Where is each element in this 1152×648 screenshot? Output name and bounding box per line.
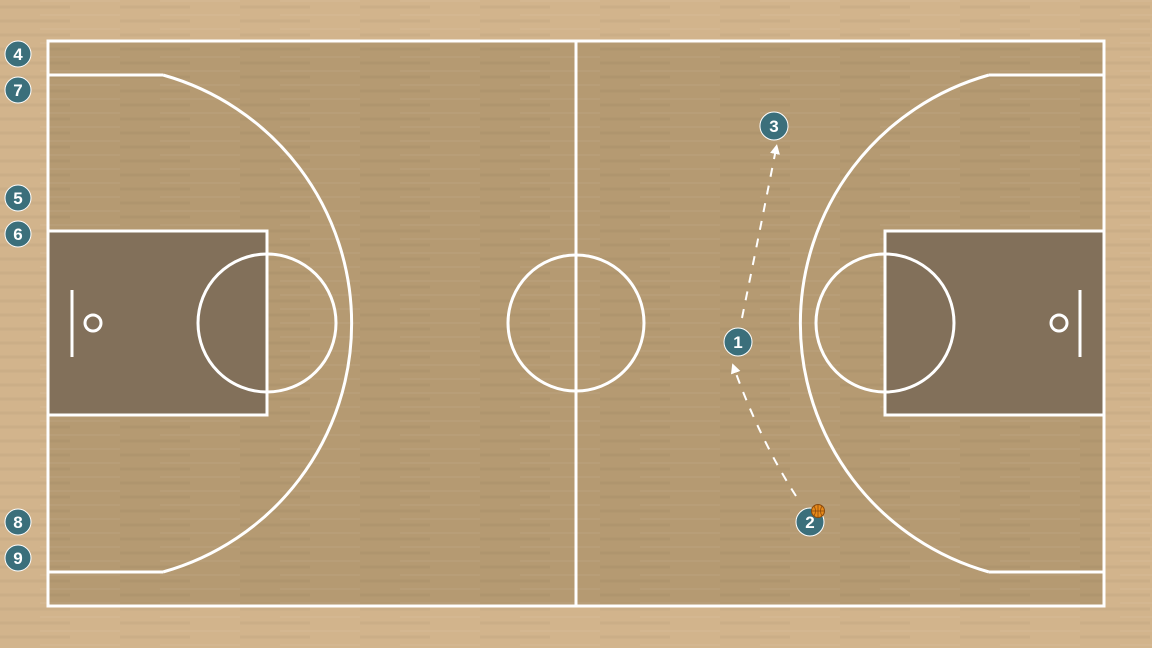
bench-player[interactable]: 5 — [4, 184, 32, 212]
center-circle — [506, 253, 646, 393]
player-token — [4, 76, 32, 104]
left-rim — [83, 313, 103, 333]
player-token — [4, 220, 32, 248]
player-token — [759, 111, 789, 141]
right-free-throw-circle — [814, 252, 956, 394]
court-player[interactable]: 3 — [759, 111, 789, 141]
player-number: 3 — [769, 117, 778, 136]
left-three-point-arc — [162, 73, 354, 574]
basketball-icon — [811, 504, 825, 518]
left-paint — [48, 231, 267, 415]
player-number: 1 — [733, 333, 742, 352]
player-token — [4, 508, 32, 536]
player-number: 4 — [13, 45, 23, 64]
right-paint — [885, 231, 1104, 415]
left-key — [46, 229, 269, 417]
player-token — [4, 544, 32, 572]
bench-player[interactable]: 9 — [4, 544, 32, 572]
left-free-throw-circle — [196, 252, 338, 394]
player-number: 5 — [13, 189, 22, 208]
court-lines — [46, 39, 1106, 608]
right-three-point-arc — [798, 73, 990, 574]
court-player[interactable]: 1 — [723, 327, 753, 357]
right-key — [883, 229, 1106, 417]
player-token — [4, 40, 32, 68]
player-number: 6 — [13, 225, 22, 244]
player-number: 8 — [13, 513, 22, 532]
player-number: 7 — [13, 81, 22, 100]
bench-player[interactable]: 6 — [4, 220, 32, 248]
player-token — [723, 327, 753, 357]
movement-paths — [730, 144, 797, 497]
player-number: 9 — [13, 549, 22, 568]
player-token — [4, 184, 32, 212]
right-rim — [1049, 313, 1069, 333]
bench-player[interactable]: 8 — [4, 508, 32, 536]
bench-player[interactable]: 4 — [4, 40, 32, 68]
bench-player[interactable]: 7 — [4, 76, 32, 104]
player-number: 2 — [805, 513, 814, 532]
court-player[interactable]: 2 — [795, 504, 825, 537]
move-1-to-3 — [741, 144, 780, 319]
